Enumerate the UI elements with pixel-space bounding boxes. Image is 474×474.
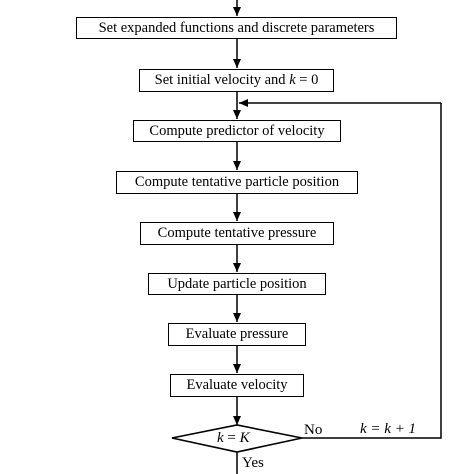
step-compute-tentative-pressure: Compute tentative pressure	[140, 222, 334, 245]
step-label: Compute tentative pressure	[157, 225, 317, 242]
step-set-expanded-functions: Set expanded functions and discrete para…	[76, 17, 397, 39]
decision-right: K	[239, 430, 250, 446]
decision-diamond	[171, 424, 303, 453]
step-evaluate-pressure: Evaluate pressure	[168, 323, 306, 346]
init-op: =	[295, 72, 312, 89]
label-loop-update: k = k + 1	[360, 421, 417, 437]
step-label: Update particle position	[167, 275, 307, 292]
label-yes: Yes	[242, 455, 264, 471]
step-label: Evaluate velocity	[186, 377, 288, 394]
decision-left: k	[217, 430, 224, 446]
decision-condition: k = K	[217, 431, 250, 446]
init-value: 0	[311, 72, 319, 89]
label-no: No	[304, 422, 323, 438]
step-label: Compute tentative particle position	[134, 174, 340, 191]
step-compute-tentative-position: Compute tentative particle position	[116, 171, 358, 194]
step-set-initial-velocity: Set initial velocity and k = 0	[139, 69, 334, 92]
init-var: k	[289, 72, 296, 89]
step-compute-predictor-velocity: Compute predictor of velocity	[133, 120, 341, 142]
step-label: Set expanded functions and discrete para…	[98, 19, 375, 36]
step-label: Set initial velocity and	[154, 72, 286, 89]
step-label: Compute predictor of velocity	[149, 122, 325, 139]
step-evaluate-velocity: Evaluate velocity	[170, 374, 304, 397]
step-label: Evaluate pressure	[185, 326, 289, 343]
loop-back-line	[302, 103, 442, 439]
step-update-particle-position: Update particle position	[148, 273, 326, 295]
decision-op: =	[223, 430, 240, 446]
